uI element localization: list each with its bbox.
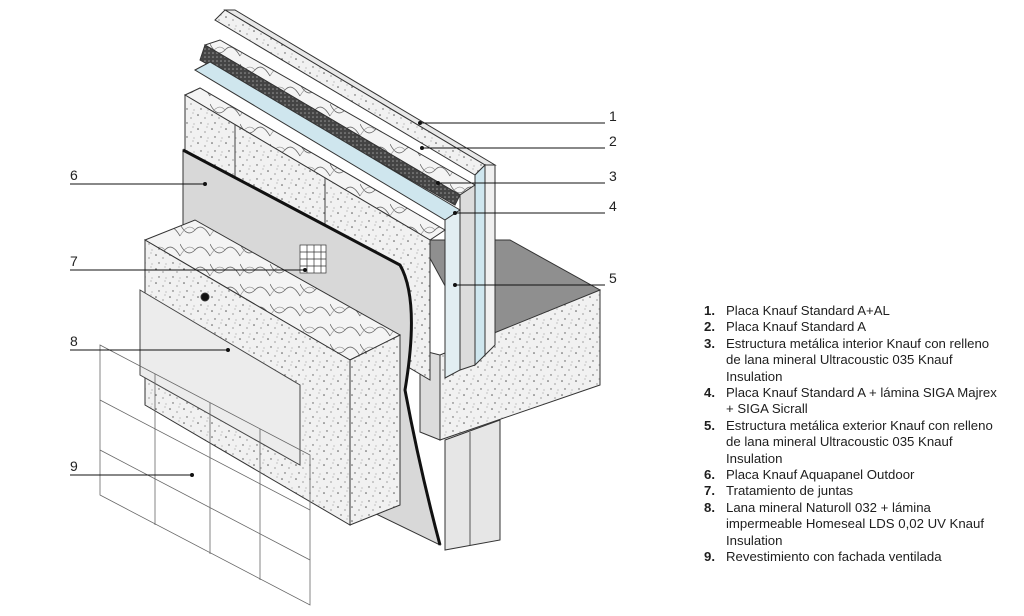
legend-text: Placa Knauf Aquapanel Outdoor xyxy=(726,467,915,483)
inner-frame xyxy=(199,39,476,371)
legend-item: 7. Tratamiento de juntas xyxy=(704,483,1004,499)
callout-4: 4 xyxy=(609,198,617,214)
callout-2: 2 xyxy=(609,133,617,149)
callout-7: 7 xyxy=(70,253,78,269)
legend-number: 6. xyxy=(704,467,715,483)
legend-number: 9. xyxy=(704,549,715,565)
callout-9: 9 xyxy=(70,458,78,474)
legend-number: 3. xyxy=(704,335,715,351)
legend-item: 4. Placa Knauf Standard A + lámina SIGA M… xyxy=(704,385,1004,418)
joint-mesh xyxy=(299,244,327,274)
legend-text: Placa Knauf Standard A+AL xyxy=(726,303,890,318)
legend-text: Estructura metálica exterior Knauf con r… xyxy=(726,417,993,466)
legend-item: 2. Placa Knauf Standard A xyxy=(704,319,1004,335)
legend-item: 3. Estructura metálica interior Knauf con… xyxy=(704,336,1004,385)
legend-item: 9. Revestimiento con fachada ventilada xyxy=(704,549,1004,565)
legend-number: 2. xyxy=(704,319,715,335)
legend-item: 6. Placa Knauf Aquapanel Outdoor xyxy=(704,467,1004,483)
legend-item: 1. Placa Knauf Standard A+AL xyxy=(704,303,1004,319)
legend-text: Tratamiento de juntas xyxy=(726,483,854,499)
callout-1: 1 xyxy=(609,108,617,124)
ventilated-facade xyxy=(99,344,311,606)
callout-3: 3 xyxy=(609,168,617,184)
legend-number: 4. xyxy=(704,385,715,401)
legend-number: 7. xyxy=(704,483,715,499)
legend-text: Lana mineral Naturoll 032 + lámina imper… xyxy=(726,499,985,548)
legend-number: 5. xyxy=(704,417,715,433)
legend-text: Placa Knauf Standard A + lámina SIGA Maj… xyxy=(726,385,997,417)
legend-text: Revestimiento con fachada ventilada xyxy=(726,549,942,565)
legend-list: 1. Placa Knauf Standard A+AL 2. Placa Knau… xyxy=(704,303,1004,566)
callout-8: 8 xyxy=(70,333,78,349)
legend-text: Placa Knauf Standard A xyxy=(726,319,867,335)
legend-item: 8. Lana mineral Naturoll 032 + lámina imp… xyxy=(704,500,1004,549)
leader-dots xyxy=(190,121,457,477)
callout-6: 6 xyxy=(70,167,78,183)
naturoll-insulation xyxy=(139,219,402,526)
leader-lines xyxy=(70,122,605,476)
legend-number: 1. xyxy=(704,303,715,318)
legend-number: 8. xyxy=(704,499,715,515)
legend-item: 5. Estructura metálica exterior Knauf con… xyxy=(704,418,1004,467)
legend-text: Estructura metálica interior Knauf con r… xyxy=(726,335,990,384)
callout-5: 5 xyxy=(609,270,617,286)
